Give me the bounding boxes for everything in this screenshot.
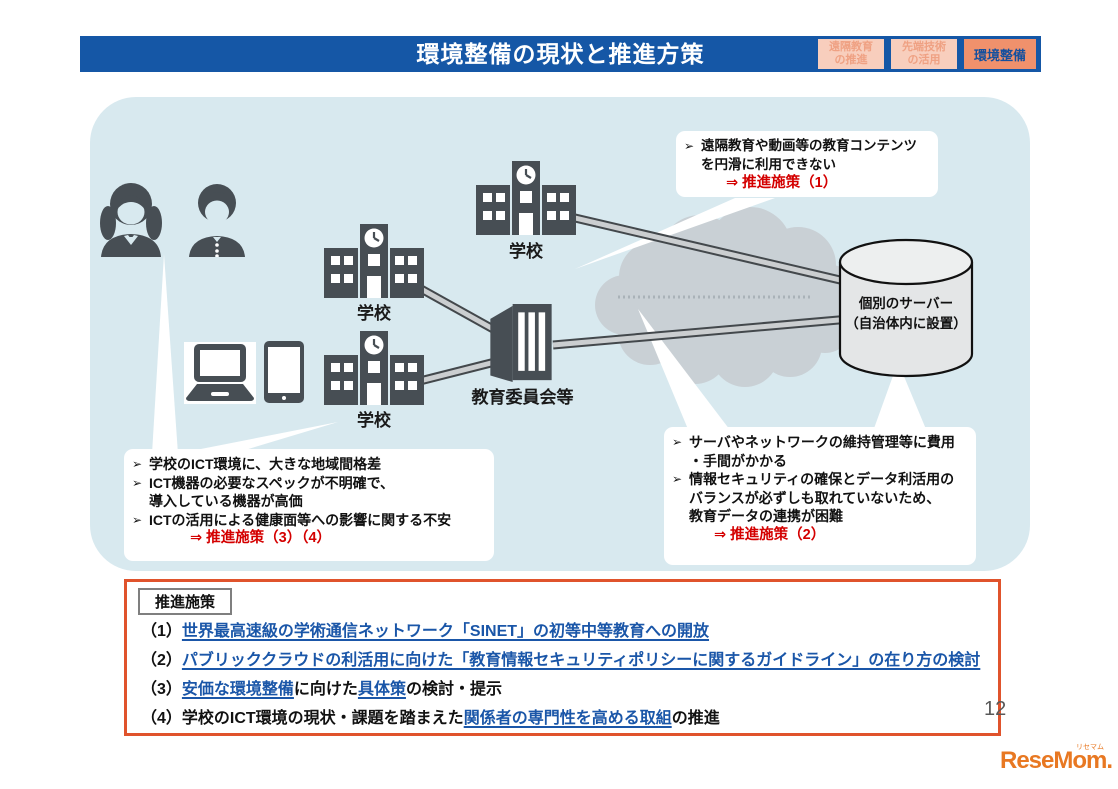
board-of-education-label: 教育委員会等 [471,388,574,407]
bullet-arrow-icon: ➢ [684,139,695,153]
tablet-icon [264,341,304,403]
student-girl-icon [100,183,162,257]
bullet-line: 学校のICT環境に、大きな地域間格差 [149,456,382,472]
tail-top-right-callout [575,198,775,269]
measure-text: の検討・提示 [405,681,502,698]
student-boy-icon [189,184,245,257]
bullet-line: 導入している機器が高価 [149,493,303,509]
tail-server-callout [872,362,928,434]
bullet-line: 情報セキュリティの確保とデータ利活用の [689,471,955,487]
bullet-line: サーバやネットワークの維持管理等に費用 [689,434,955,450]
bullet-arrow-icon: ➢ [132,512,143,527]
tab-label: の推進 [834,54,868,66]
bullet-arrow-icon: ➢ [132,457,143,471]
callout-bullet: ➢ 遠隔教育や動画等の教育コンテンツ を円滑に利用できない [684,137,930,174]
school-icon-middle [324,224,424,298]
tab-label: 環境整備 [973,47,1026,63]
server-label-line2: （自治体内に設置） [845,316,967,331]
measure-text: の推進 [671,710,720,727]
bullet-line: 遠隔教育や動画等の教育コンテンツ [701,138,917,153]
callout-top-right: ➢ 遠隔教育や動画等の教育コンテンツ を円滑に利用できない ⇒ 推進施策（1） [676,131,938,197]
measures-box-title: 推進施策 [138,588,233,615]
bullet-line: 教育データの連携が困難 [689,508,843,524]
callout-bullet: ➢ ICTの活用による健康面等への影響に関する不安 [132,511,486,530]
server-label: 個別のサーバー （自治体内に設置） [836,294,976,334]
measures-box: 推進施策 （1）世界最高速級の学術通信ネットワーク「SINET」の初等中等教育へ… [124,579,1001,736]
measure-item-3: （3）安価な環境整備に向けた具体策の検討・提示 [141,678,990,702]
bullet-arrow-icon: ➢ [672,472,683,486]
tab-distance-education[interactable]: 遠隔教育 の推進 [818,39,884,69]
header-tabs: 遠隔教育 の推進 先端技術 の活用 環境整備 [818,39,1036,69]
action-measure-1: ⇒ 推進施策（1） [726,175,838,191]
tab-advanced-technology[interactable]: 先端技術 の活用 [891,39,957,69]
callout-bullet: ➢ 情報セキュリティの確保とデータ利活用の バランスが必ずしも取れていないため、… [672,470,968,526]
measure-link-cloud-guideline[interactable]: パブリッククラウドの利活用に向けた「教育情報セキュリティポリシーに関するガイドラ… [181,652,981,669]
action-measure-2: ⇒ 推進施策（2） [714,526,826,543]
measure-link-affordable-env[interactable]: 安価な環境整備 [181,681,294,698]
measure-number: （3） [141,681,182,698]
tab-label: 遠隔教育 [829,41,873,53]
tab-label: 先端技術 [902,41,946,53]
measure-text: に向けた [293,681,358,698]
measure-number: （2） [141,652,182,669]
measure-number: （1） [141,623,182,640]
page-title: 環境整備の現状と推進方策 [416,41,705,67]
callout-bullet: ➢ ICT機器の必要なスペックが不明確で、 導入している機器が高価 [132,474,486,511]
school-middle-label: 学校 [357,304,391,323]
school-bottom-label: 学校 [357,411,391,430]
action-measure-3-4: ⇒ 推進施策（3）（4） [190,530,332,546]
resemom-logo-ruby: リセマム [1076,744,1104,751]
tail-bottom-right-callout [638,309,733,434]
resemom-logo-text: ReseMom. [1000,747,1113,774]
bullet-line: を円滑に利用できない [701,156,836,172]
bullet-line: ICT機器の必要なスペックが不明確で、 [149,474,395,491]
server-icon [838,238,974,378]
network-pipes [402,209,872,389]
bullet-line: バランスが必ずしも取れていないため、 [689,489,941,506]
measure-link-sinet[interactable]: 世界最高速級の学術通信ネットワーク「SINET」の初等中等教育への開放 [181,623,710,640]
laptop-icon [184,342,256,404]
measure-item-1: （1）世界最高速級の学術通信ネットワーク「SINET」の初等中等教育への開放 [141,620,990,644]
measure-link-expertise[interactable]: 関係者の専門性を高める取組 [463,710,672,727]
bullet-line: ・手間がかかる [689,452,787,469]
bullet-arrow-icon: ➢ [672,435,683,449]
board-of-education-icon [490,304,552,382]
callout-bullet: ➢ サーバやネットワークの維持管理等に費用 ・手間がかかる [672,433,968,470]
bullet-line: ICTの活用による健康面等への影響に関する不安 [149,511,452,528]
callout-bottom-right: ➢ サーバやネットワークの維持管理等に費用 ・手間がかかる ➢ 情報セキュリティ… [664,427,976,565]
measures-list: （1）世界最高速級の学術通信ネットワーク「SINET」の初等中等教育への開放 （… [141,620,990,736]
resemom-logo: リセマム ReseMom. [1000,744,1113,775]
school-top-label: 学校 [509,242,543,261]
measure-number: （4） [141,710,182,727]
title-bar: 環境整備の現状と推進方策 遠隔教育 の推進 先端技術 の活用 環境整備 [80,36,1041,72]
school-icon-bottom [324,331,424,405]
tab-environment-improvement[interactable]: 環境整備 [964,39,1036,69]
measure-item-2: （2）パブリッククラウドの利活用に向けた「教育情報セキュリティポリシーに関するガ… [141,649,990,673]
callout-bullet: ➢ 学校のICT環境に、大きな地域間格差 [132,455,486,474]
bullet-arrow-icon: ➢ [132,475,143,490]
tail-bottom-left-callout-students [152,254,178,454]
measure-link-concrete-plan[interactable]: 具体策 [357,681,406,698]
measure-item-4: （4）学校のICT環境の現状・課題を踏まえた関係者の専門性を高める取組の推進 [141,707,990,731]
server-label-line1: 個別のサーバー [858,296,954,311]
school-icon-top [476,161,576,235]
diagram-area: 学校 学校 学校 教育委員会等 個別のサーバー （自治体内に設置） ➢ [90,97,1030,571]
callout-bottom-left: ➢ 学校のICT環境に、大きな地域間格差 ➢ ICT機器の必要なスペックが不明確… [124,449,494,561]
measure-text: 学校のICT環境の現状・課題を踏まえた [181,710,464,727]
page-number: 12 [984,698,1007,720]
tab-label: の活用 [907,54,941,66]
